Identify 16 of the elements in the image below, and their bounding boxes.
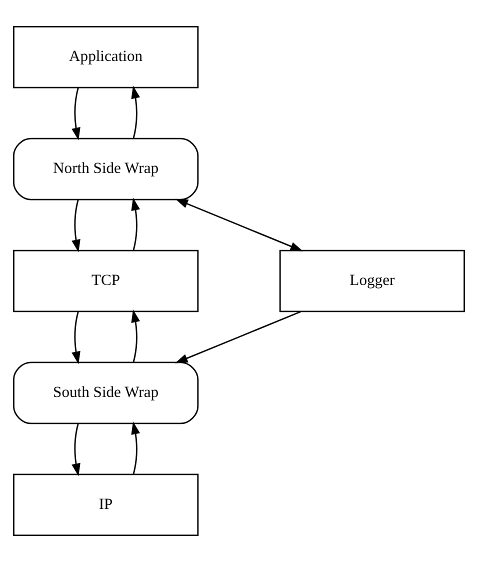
arrow [175, 198, 304, 251]
node-box: Logger [279, 249, 465, 312]
node-box: IP [13, 473, 199, 536]
node-box: South Side Wrap [13, 361, 199, 424]
arrow [174, 310, 302, 363]
arrow [131, 85, 140, 138]
arrow [72, 310, 80, 364]
node-box: Application [13, 25, 199, 88]
arrow [72, 199, 80, 252]
arrow [131, 420, 140, 474]
arrow [131, 197, 140, 250]
arrow [131, 309, 140, 362]
arrow [72, 422, 80, 476]
node-box: TCP [13, 249, 199, 312]
arrow [72, 87, 80, 140]
node-box: North Side Wrap [13, 137, 199, 200]
